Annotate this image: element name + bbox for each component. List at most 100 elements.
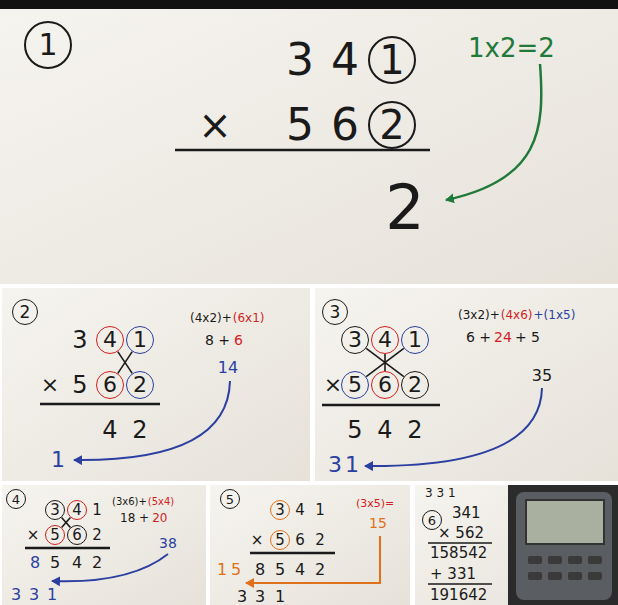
handwritten-text: 35 <box>532 368 552 384</box>
handwritten-text: 4 <box>72 555 82 571</box>
handwritten-text: 2 <box>132 418 147 442</box>
handwritten-text: (4x2)+ <box>190 312 232 324</box>
handwritten-text: 38 <box>159 536 177 550</box>
handwritten-text: 4 <box>331 38 359 82</box>
circled-digit: 2 <box>401 371 429 399</box>
handwritten-text: 1 <box>217 562 227 578</box>
handwritten-text: × <box>198 105 232 145</box>
digit: 6 <box>428 514 436 527</box>
handwritten-text: 1 <box>51 449 65 471</box>
handwritten-text: 4 <box>377 418 392 442</box>
handwritten-text: 8 <box>30 555 40 571</box>
photo-panel <box>2 288 310 481</box>
handwritten-text: 15 <box>369 516 387 530</box>
handwritten-text: 1 <box>275 589 285 605</box>
handwritten-text: × <box>324 374 342 396</box>
circled-digit: 5 <box>45 525 65 545</box>
digit: 4 <box>12 493 20 506</box>
handwritten-text: 5 <box>72 373 87 397</box>
digit: 5 <box>275 533 285 548</box>
handwritten-text: 3 3 1 <box>425 487 456 499</box>
photo-panel <box>2 485 206 605</box>
digit: 2 <box>408 374 422 396</box>
circled-digit: 6 <box>67 525 87 545</box>
photo-panel <box>210 485 410 605</box>
handwritten-text: 5 <box>231 562 241 578</box>
handwritten-text: 191642 <box>430 588 487 603</box>
circled-digit: 1 <box>368 36 416 84</box>
handwritten-text: 3 <box>328 454 342 476</box>
handwritten-text: 1 <box>345 454 359 476</box>
handwritten-text: 341 <box>452 506 481 521</box>
handwritten-text: 3 <box>11 587 21 603</box>
handwritten-text: 8 <box>255 562 265 578</box>
handwritten-text: × <box>27 528 40 543</box>
handwritten-text: 6 <box>331 103 359 147</box>
circled-digit: 2 <box>368 101 416 149</box>
handwritten-text: 6 + <box>466 330 491 344</box>
sum-rules <box>25 150 492 584</box>
handwritten-text: 3 <box>237 589 247 605</box>
handwritten-text: (6x1) <box>233 312 265 324</box>
handwritten-text: 1x2=2 <box>468 35 555 61</box>
circled-digit: 1 <box>401 326 429 354</box>
handwritten-text: 20 <box>152 512 167 524</box>
digit: 2 <box>20 304 31 321</box>
step-number: 4 <box>6 489 26 509</box>
carry-arrow <box>365 388 542 466</box>
handwritten-text: 5 <box>50 555 60 571</box>
handwritten-text: 2 <box>315 533 325 548</box>
step-number: 3 <box>322 299 348 325</box>
digit: 5 <box>348 374 362 396</box>
handwritten-text: 1 <box>47 587 57 603</box>
handwritten-text: 5 <box>275 562 285 578</box>
circled-digit: 3 <box>45 500 65 520</box>
handwritten-text: 3 <box>286 38 314 82</box>
cross-line <box>366 348 404 376</box>
circled-digit: 2 <box>126 371 154 399</box>
photo-edge <box>0 0 618 9</box>
digit: 1 <box>133 329 147 351</box>
carry-arrow <box>52 554 168 581</box>
handwritten-text: 18 + <box>120 512 149 524</box>
digit: 1 <box>408 329 422 351</box>
cross-line <box>62 518 71 528</box>
digit: 6 <box>72 528 82 543</box>
circled-digit: 3 <box>341 326 369 354</box>
circled-digit: 5 <box>270 530 290 550</box>
calculator <box>508 485 618 605</box>
circled-digit: 4 <box>96 326 124 354</box>
handwritten-text: 4 <box>295 503 305 518</box>
handwritten-text: 5 <box>286 103 314 147</box>
handwritten-text: × 562 <box>438 526 484 541</box>
cross-line <box>62 518 71 528</box>
handwritten-text: (3x2)+ <box>458 309 500 321</box>
handwritten-text: 1 <box>92 503 102 518</box>
circled-digit: 1 <box>126 326 154 354</box>
photo-panel <box>0 0 618 284</box>
handwritten-text: × <box>251 533 264 548</box>
handwritten-text: 24 <box>494 330 512 344</box>
digit: 6 <box>378 374 392 396</box>
handwritten-text: 2 <box>92 555 102 571</box>
digit: 3 <box>50 503 60 518</box>
step-number: 2 <box>12 299 38 325</box>
digit: 5 <box>50 528 60 543</box>
digit: 6 <box>103 374 117 396</box>
digit: 2 <box>133 374 147 396</box>
cross-line <box>118 352 132 374</box>
circled-digit: 4 <box>371 326 399 354</box>
handwritten-text: 3 <box>72 328 87 352</box>
handwritten-text: (5x4) <box>148 497 174 507</box>
step-number: 5 <box>220 489 240 509</box>
digit: 3 <box>330 304 341 321</box>
digit: 3 <box>348 329 362 351</box>
digit: 3 <box>275 503 285 518</box>
handwritten-text: 2 <box>385 177 424 239</box>
circled-digit: 5 <box>341 371 369 399</box>
digit: 4 <box>103 329 117 351</box>
handwritten-text: 4 <box>102 418 117 442</box>
handwritten-text: 2 <box>407 418 422 442</box>
cross-line <box>384 354 386 371</box>
